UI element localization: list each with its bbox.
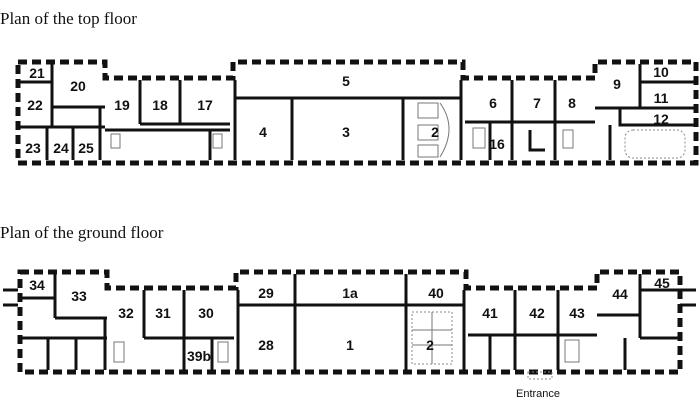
- ground-floor-outer-wall: [17, 269, 683, 375]
- room-label-8: 8: [568, 95, 576, 111]
- top-floor-east-walls: [465, 64, 696, 160]
- room-label-30: 30: [198, 305, 214, 321]
- room-label-43: 43: [569, 305, 585, 321]
- top-floor-title: Plan of the top floor: [0, 9, 137, 28]
- room-label-11: 11: [654, 90, 669, 106]
- room-label-31: 31: [155, 305, 171, 321]
- room-label-24: 24: [53, 140, 69, 156]
- top-floor-west-walls: [20, 64, 230, 160]
- room-label-28: 28: [258, 337, 274, 353]
- room-label-34: 34: [29, 277, 45, 293]
- ground-floor-title: Plan of the ground floor: [0, 223, 164, 242]
- room-label-22: 22: [27, 97, 43, 113]
- ground-floor-plan: [3, 269, 696, 380]
- room-label-44: 44: [612, 286, 628, 302]
- room-label-17: 17: [197, 97, 213, 113]
- room-label-1a: 1a: [342, 285, 358, 301]
- ground-floor-central-walls: [236, 274, 466, 370]
- top-floor-plan: [15, 59, 699, 166]
- ground-floor-room-labels: 34 33 32 31 30 39b 29 1a 40 28 1 2 41 42 43 44 45: [29, 275, 670, 364]
- room-label-45: 45: [654, 275, 670, 291]
- room-label-1: 1: [346, 337, 354, 353]
- room-label-20: 20: [70, 78, 86, 94]
- room-label-32: 32: [118, 305, 134, 321]
- room-label-3: 3: [342, 124, 350, 140]
- room-label-5: 5: [342, 73, 350, 89]
- ground-floor-east-walls: [468, 274, 680, 370]
- top-floor-room-labels: 21 20 22 19 18 17 23 24 25 5 4 3 2 6 7 8 16 9 10 11 12: [25, 64, 669, 156]
- room-label-12: 12: [653, 111, 669, 127]
- room-label-4: 4: [259, 124, 267, 140]
- room-label-21: 21: [29, 65, 45, 81]
- room-label-2: 2: [426, 337, 434, 353]
- room-label-33: 33: [71, 288, 87, 304]
- ground-floor-west-walls: [22, 274, 234, 370]
- room-label-19: 19: [114, 97, 130, 113]
- staircase-2-ground: [411, 311, 453, 365]
- room-label-23: 23: [25, 140, 41, 156]
- room-label-40: 40: [428, 285, 444, 301]
- room-label-6: 6: [489, 95, 497, 111]
- room-label-9: 9: [613, 76, 621, 92]
- room-label-41: 41: [482, 305, 498, 321]
- room-label-25: 25: [78, 140, 94, 156]
- room-label-42: 42: [529, 305, 545, 321]
- room-label-18: 18: [152, 97, 168, 113]
- entrance-label: Entrance: [516, 388, 561, 400]
- top-floor-outer-wall: [15, 59, 699, 166]
- room-label-10: 10: [653, 64, 669, 80]
- room-label-29: 29: [258, 285, 274, 301]
- top-floor-central-walls: [233, 80, 463, 160]
- room-label-7: 7: [533, 95, 541, 111]
- room-label-39b: 39b: [187, 348, 211, 364]
- staircase-2-top: [417, 102, 450, 158]
- room-label-2: 2: [431, 124, 439, 140]
- room-label-16: 16: [489, 136, 505, 152]
